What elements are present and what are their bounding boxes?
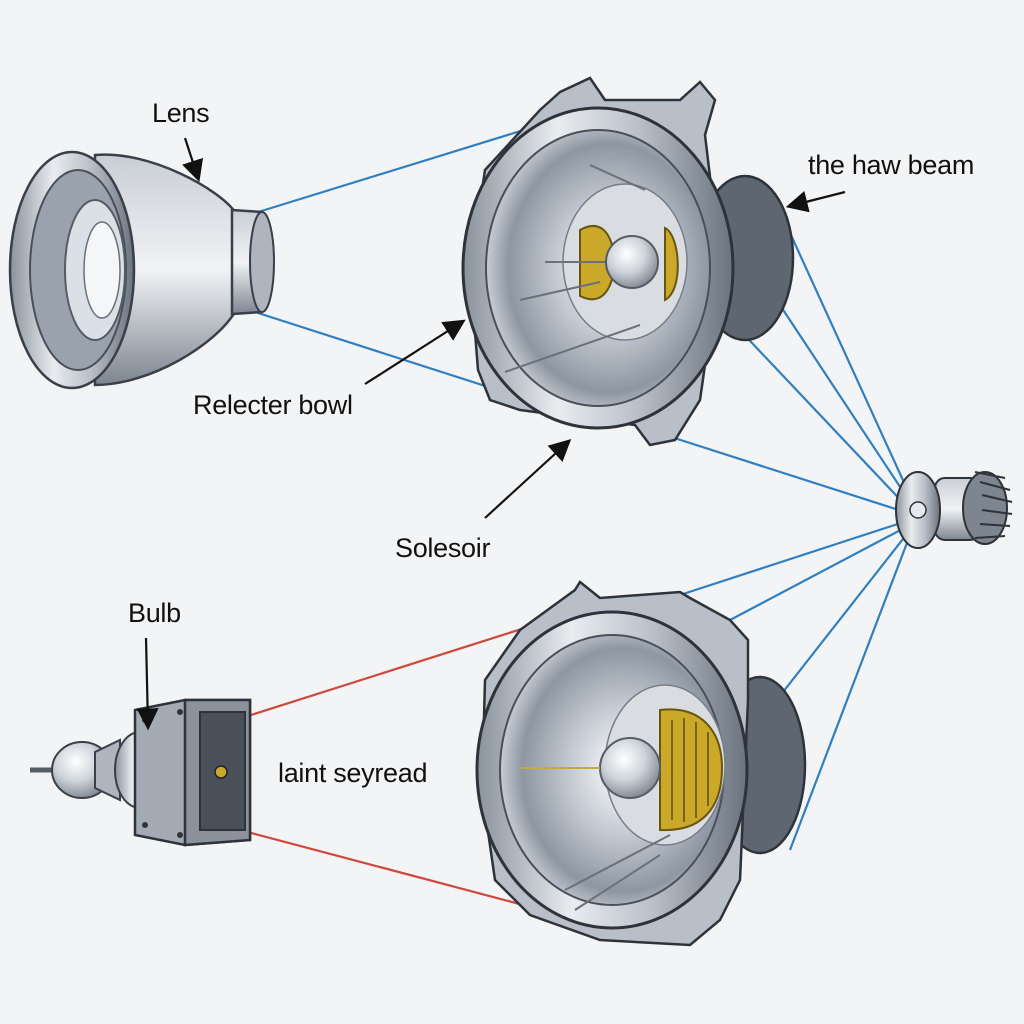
label-reflector-bowl: Relecter bowl (193, 390, 353, 420)
arrow-icon (364, 319, 466, 385)
label-solesoir: Solesoir (395, 533, 491, 563)
bulb-socket-block (30, 698, 252, 847)
label-haw-beam: the haw beam (808, 150, 975, 180)
label-lens: Lens (152, 98, 210, 128)
lens-component (8, 150, 275, 390)
reflector-bowl-top (461, 76, 795, 447)
arrow-icon (785, 190, 846, 213)
solenoid-actuator (895, 471, 1013, 549)
callout-arrows (136, 137, 846, 731)
label-laint-seyread: laint seyread (278, 758, 428, 788)
arrow-icon (484, 439, 572, 519)
reflector-bowl-bottom (475, 580, 807, 947)
arrow-icon (136, 637, 159, 731)
label-bulb: Bulb (128, 598, 181, 628)
beam-lines-blue (254, 123, 914, 851)
arrow-icon (182, 137, 204, 183)
